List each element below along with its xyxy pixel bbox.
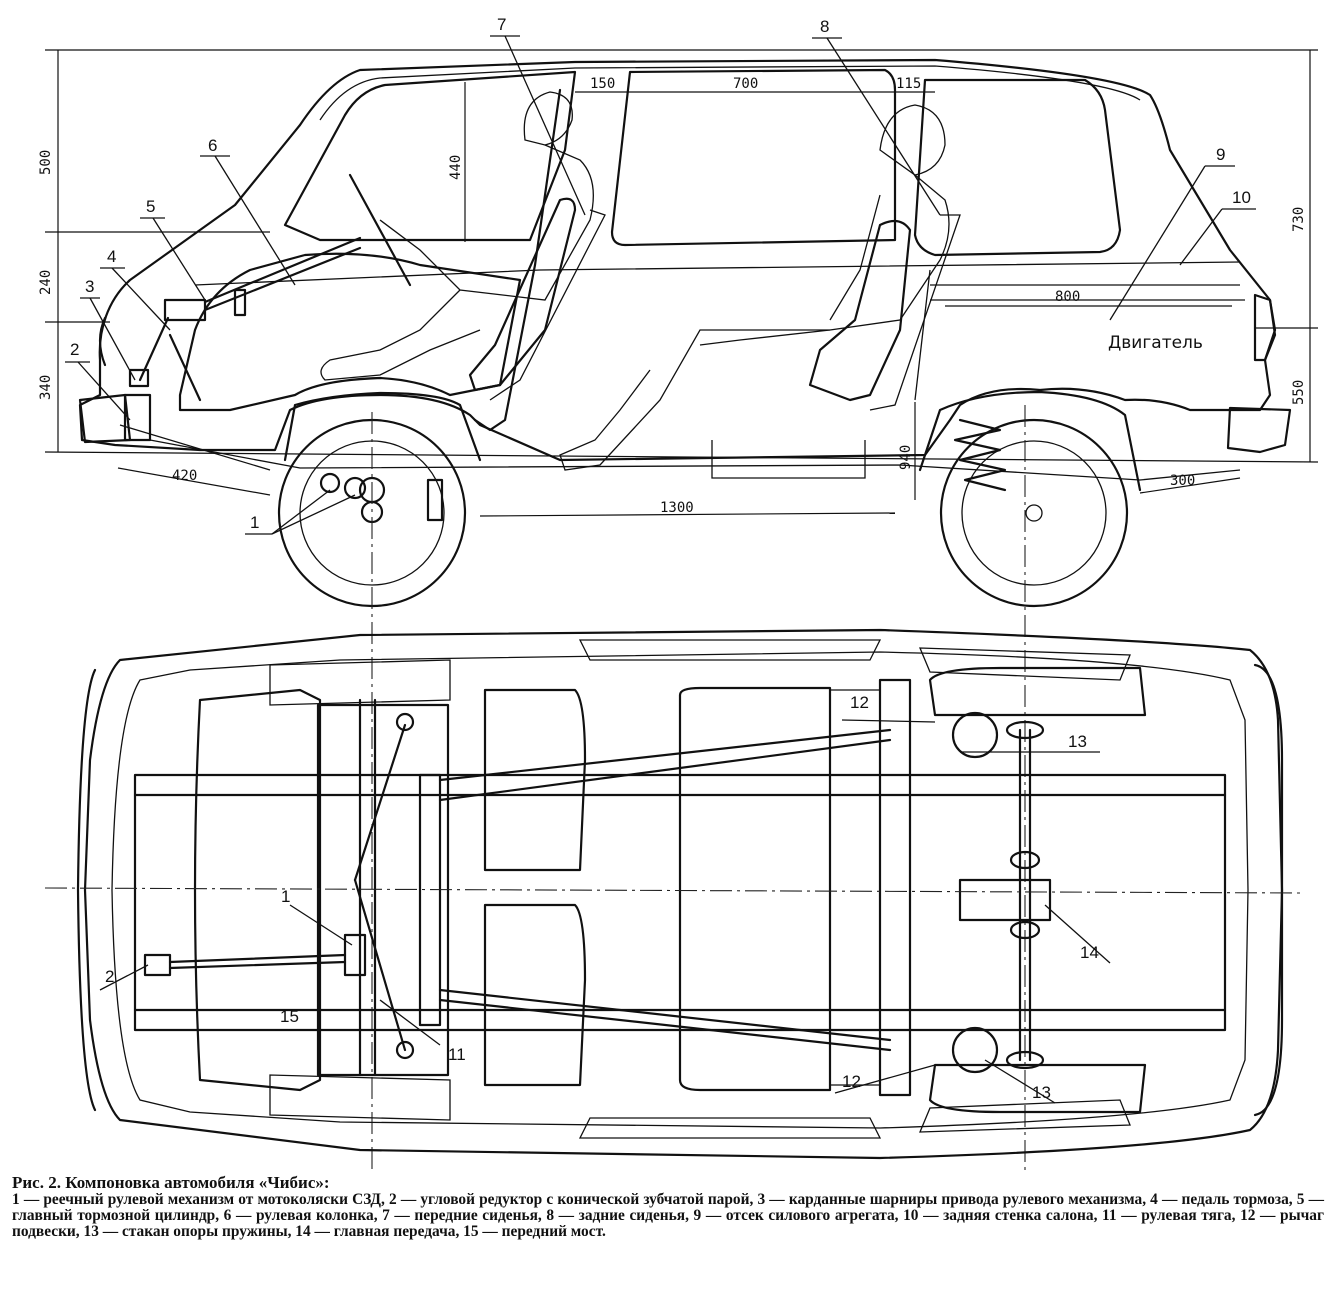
dim-440: 440 bbox=[448, 155, 464, 180]
callout-3: 3 bbox=[85, 277, 94, 296]
steering-column bbox=[123, 236, 362, 442]
top-rear-crossmember bbox=[878, 678, 912, 1097]
roof-line bbox=[319, 65, 1141, 121]
dim-300: 300 bbox=[1170, 473, 1195, 489]
top-rear-bumper bbox=[1253, 663, 1284, 1117]
callout-8: 8 bbox=[820, 17, 829, 36]
top-front-axle bbox=[316, 703, 450, 1077]
dim-550: 550 bbox=[1291, 380, 1307, 405]
top-view: 12 13 14 12 13 1 2 15 11 bbox=[44, 628, 1301, 1160]
top-main-drive bbox=[958, 878, 1052, 922]
rear-bumper bbox=[1226, 406, 1292, 454]
side-callouts: 7 8 6 5 4 3 2 1 9 10 bbox=[65, 15, 1256, 535]
front-panel bbox=[178, 252, 522, 412]
top-callout-11: 11 bbox=[448, 1045, 466, 1064]
dim-500: 500 bbox=[38, 150, 54, 175]
dim-700: 700 bbox=[733, 76, 758, 92]
dim-730: 730 bbox=[1291, 207, 1307, 232]
callout-7: 7 bbox=[497, 15, 506, 34]
top-cowl bbox=[193, 688, 322, 1092]
top-callouts: 12 13 14 12 13 1 2 15 11 bbox=[99, 693, 1111, 1104]
top-tie-rod bbox=[353, 723, 407, 882]
side-view: 500 240 340 730 550 440 940 150 700 115 … bbox=[38, 15, 1319, 1170]
dim-150: 150 bbox=[590, 76, 615, 92]
top-steering-gear bbox=[343, 933, 367, 977]
dim-115: 115 bbox=[896, 76, 921, 92]
top-front-bumper bbox=[76, 668, 97, 1112]
passenger-figure bbox=[559, 104, 950, 471]
top-callout-1: 1 bbox=[281, 887, 290, 906]
front-wheel-arch bbox=[283, 391, 482, 462]
body-outline bbox=[78, 58, 1277, 462]
top-callout-12b: 12 bbox=[842, 1072, 861, 1091]
driver-figure bbox=[320, 91, 594, 381]
top-front-seat-left bbox=[483, 688, 587, 872]
top-callout-13a: 13 bbox=[1068, 732, 1087, 751]
callout-5: 5 bbox=[146, 197, 155, 216]
top-windows bbox=[269, 639, 1131, 1139]
front-seat bbox=[468, 197, 577, 392]
rear-wall bbox=[914, 269, 931, 401]
middle-window bbox=[610, 68, 897, 247]
callout-10: 10 bbox=[1232, 188, 1251, 207]
dim-1300: 1300 bbox=[660, 500, 694, 516]
windshield bbox=[283, 70, 577, 242]
dim-240: 240 bbox=[38, 270, 54, 295]
dim-800: 800 bbox=[1055, 289, 1080, 305]
rear-seat bbox=[808, 219, 912, 402]
figure-caption: Рис. 2. Компоновка автомобиля «Чибис»: 1… bbox=[12, 1173, 1324, 1240]
top-body-outline bbox=[83, 628, 1284, 1160]
steering-gear-side bbox=[319, 472, 444, 524]
rear-wheel bbox=[939, 418, 1129, 608]
callout-2: 2 bbox=[70, 340, 79, 359]
chassis-frame bbox=[149, 439, 1241, 481]
a-pillar bbox=[473, 88, 562, 432]
dim-420: 420 bbox=[172, 468, 197, 484]
engine-label: Двигатель bbox=[1108, 333, 1203, 353]
top-callout-14: 14 bbox=[1080, 943, 1099, 962]
top-callout-12a: 12 bbox=[850, 693, 869, 712]
top-frame bbox=[133, 728, 1227, 1052]
callout-4: 4 bbox=[107, 247, 116, 266]
dim-940: 940 bbox=[898, 445, 914, 470]
rear-seat-base bbox=[711, 440, 866, 479]
car-layout-drawing: 500 240 340 730 550 440 940 150 700 115 … bbox=[38, 15, 1319, 1170]
top-rear-seat bbox=[678, 686, 832, 1092]
rear-lights bbox=[1253, 293, 1277, 362]
dim-340: 340 bbox=[38, 375, 54, 400]
top-centerline bbox=[44, 887, 1301, 894]
belt-line bbox=[194, 261, 1241, 286]
rear-wheel-arch bbox=[918, 390, 1142, 492]
rear-spring bbox=[953, 418, 1007, 492]
top-front-seat-right bbox=[483, 903, 587, 1087]
callout-6: 6 bbox=[208, 136, 217, 155]
figure-title: Рис. 2. Компоновка автомобиля «Чибис»: bbox=[12, 1173, 330, 1192]
callout-1: 1 bbox=[250, 513, 259, 532]
rear-window bbox=[913, 78, 1122, 257]
top-callout-15: 15 bbox=[280, 1007, 299, 1026]
callout-9: 9 bbox=[1216, 145, 1225, 164]
figure-legend: 1 — реечный рулевой механизм от мотоколя… bbox=[12, 1191, 1324, 1240]
top-callout-2: 2 bbox=[105, 967, 114, 986]
